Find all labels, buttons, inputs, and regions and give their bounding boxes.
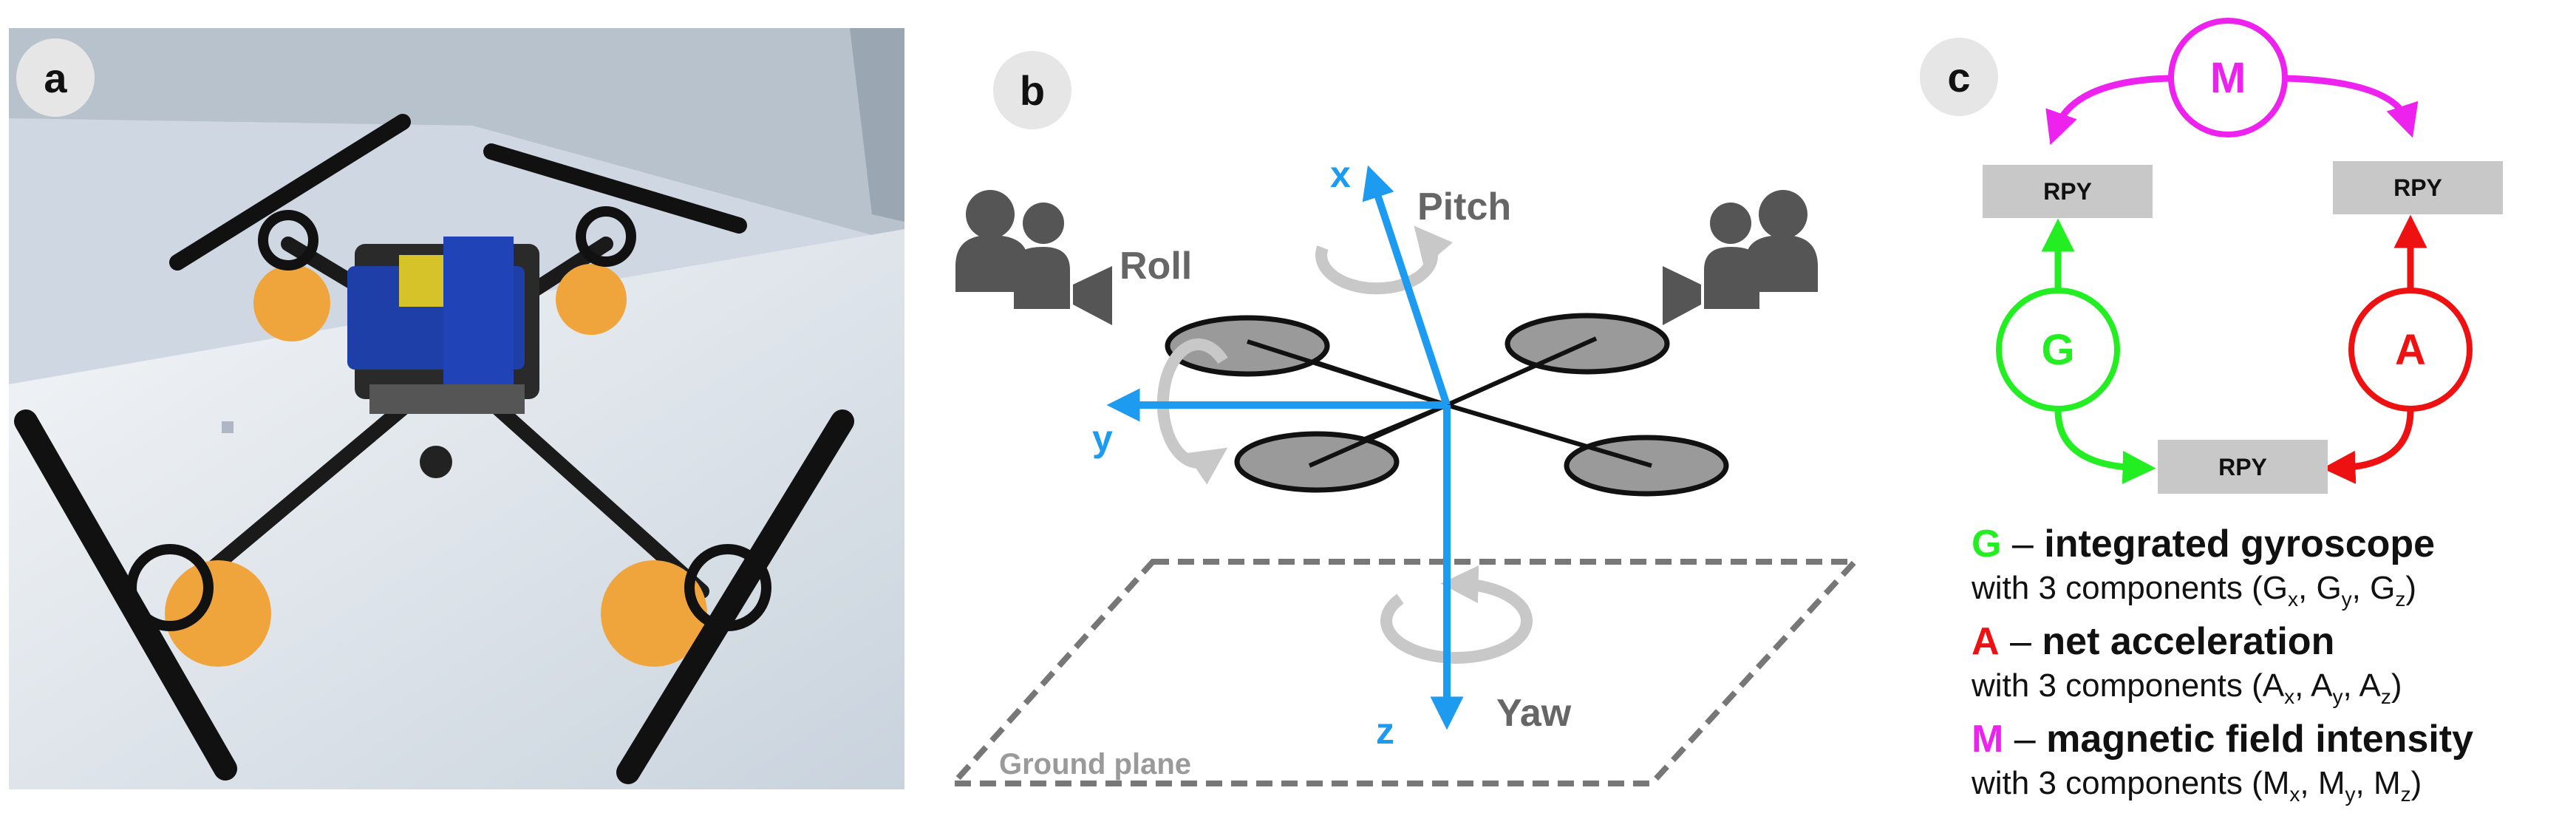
node-g-label: G [2041, 326, 2074, 374]
rpy-top-left-label: RPY [2043, 178, 2092, 205]
axes [1106, 165, 1464, 730]
rpy-top-right-label: RPY [2393, 174, 2442, 201]
node-m [2168, 18, 2288, 137]
roll-label: Roll [1120, 245, 1192, 288]
camera-icon-left [955, 190, 1112, 325]
yaw-label: Yaw [1496, 692, 1572, 735]
rotor-front-left [1165, 315, 1330, 377]
node-a-label: A [2395, 326, 2426, 374]
ground-plane [947, 559, 1862, 786]
x-axis-label: x [1330, 154, 1351, 195]
g-to-rpy-bottom [2054, 409, 2156, 484]
panel-c-label: c [1947, 54, 1970, 101]
legend-accel-components: with 3 components (Ax, Ay, Az) [1971, 667, 2402, 708]
panel-b-badge [993, 51, 1071, 129]
node-g [1996, 288, 2120, 412]
legend-gyro-title: G – integrated gyroscope [1972, 523, 2435, 565]
legend-mag-components: with 3 components (Mx, My, Mz) [1971, 765, 2422, 806]
a-to-rpy-bottom [2322, 409, 2414, 484]
m-to-rpy-left [2045, 75, 2170, 146]
drone-schematic [1165, 313, 1729, 497]
legend: G – integrated gyroscope with 3 componen… [1971, 523, 2473, 806]
camera-icon-right [1663, 190, 1818, 325]
legend-gyro-components: with 3 components (Gx, Gy, Gz) [1971, 570, 2416, 611]
drone-photo [9, 28, 904, 789]
panel-b-label: b [1020, 67, 1045, 114]
legend-mag-title: M – magnetic field intensity [1972, 718, 2473, 761]
node-m-label: M [2210, 54, 2246, 102]
y-axis-label: y [1092, 418, 1113, 459]
rpy-box-bottom [2158, 440, 2328, 494]
panel-a-label: a [44, 55, 67, 101]
ground-plane-label: Ground plane [999, 748, 1191, 781]
legend-accel-title: A – net acceleration [1972, 620, 2334, 663]
rpy-box-top-left [1983, 165, 2153, 218]
rpy-box-top-right [2333, 161, 2503, 214]
m-to-rpy-right [2284, 75, 2419, 138]
rotation-arcs [1156, 225, 1533, 664]
panel-a-badge [16, 38, 95, 117]
pitch-label: Pitch [1417, 186, 1511, 228]
node-a [2348, 288, 2473, 412]
panel-c-badge [1920, 38, 1998, 116]
z-axis-label: z [1376, 710, 1394, 752]
rpy-bottom-label: RPY [2218, 454, 2267, 480]
